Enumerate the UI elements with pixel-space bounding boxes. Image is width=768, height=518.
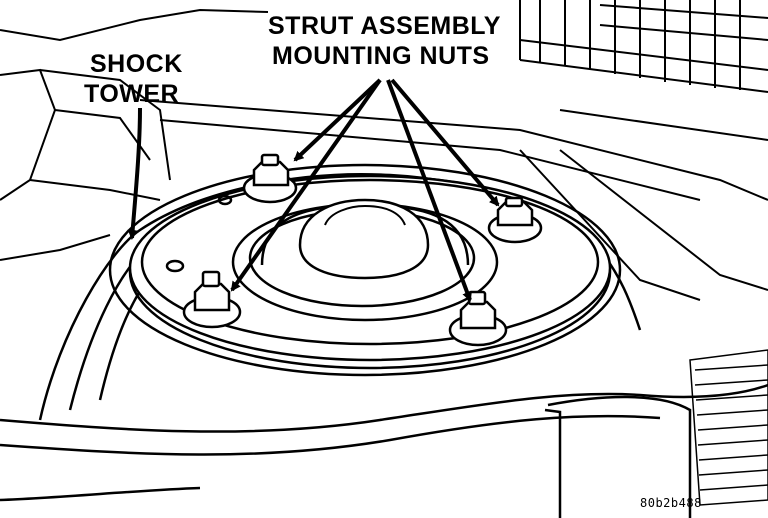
mounting-nut-top-left	[242, 153, 298, 204]
fender-hatching	[689, 349, 768, 506]
callout-arrows	[127, 78, 500, 302]
shock-tower-label-line2: TOWER	[84, 80, 180, 108]
arrow-to-shock-tower	[127, 107, 142, 240]
mounting-nut-right	[487, 196, 543, 244]
mounting-nut-bottom-right	[448, 290, 508, 347]
shock-tower-label-line1: SHOCK	[90, 50, 183, 78]
strut-center-cup	[231, 198, 499, 322]
strut-nuts-label-line1: STRUT ASSEMBLY	[268, 12, 501, 40]
arrow-to-nut-right	[390, 78, 500, 207]
arrow-to-nut-left	[230, 78, 382, 292]
strut-nuts-label-line2: MOUNTING NUTS	[272, 42, 490, 70]
background-structure	[0, 0, 768, 301]
arrow-to-nut-bottom-right	[386, 79, 472, 302]
fender-contour	[0, 383, 768, 518]
mounting-nut-left	[182, 270, 242, 329]
figure-code: 80b2b488	[640, 496, 702, 510]
arrow-to-nut-top-left	[293, 78, 382, 162]
